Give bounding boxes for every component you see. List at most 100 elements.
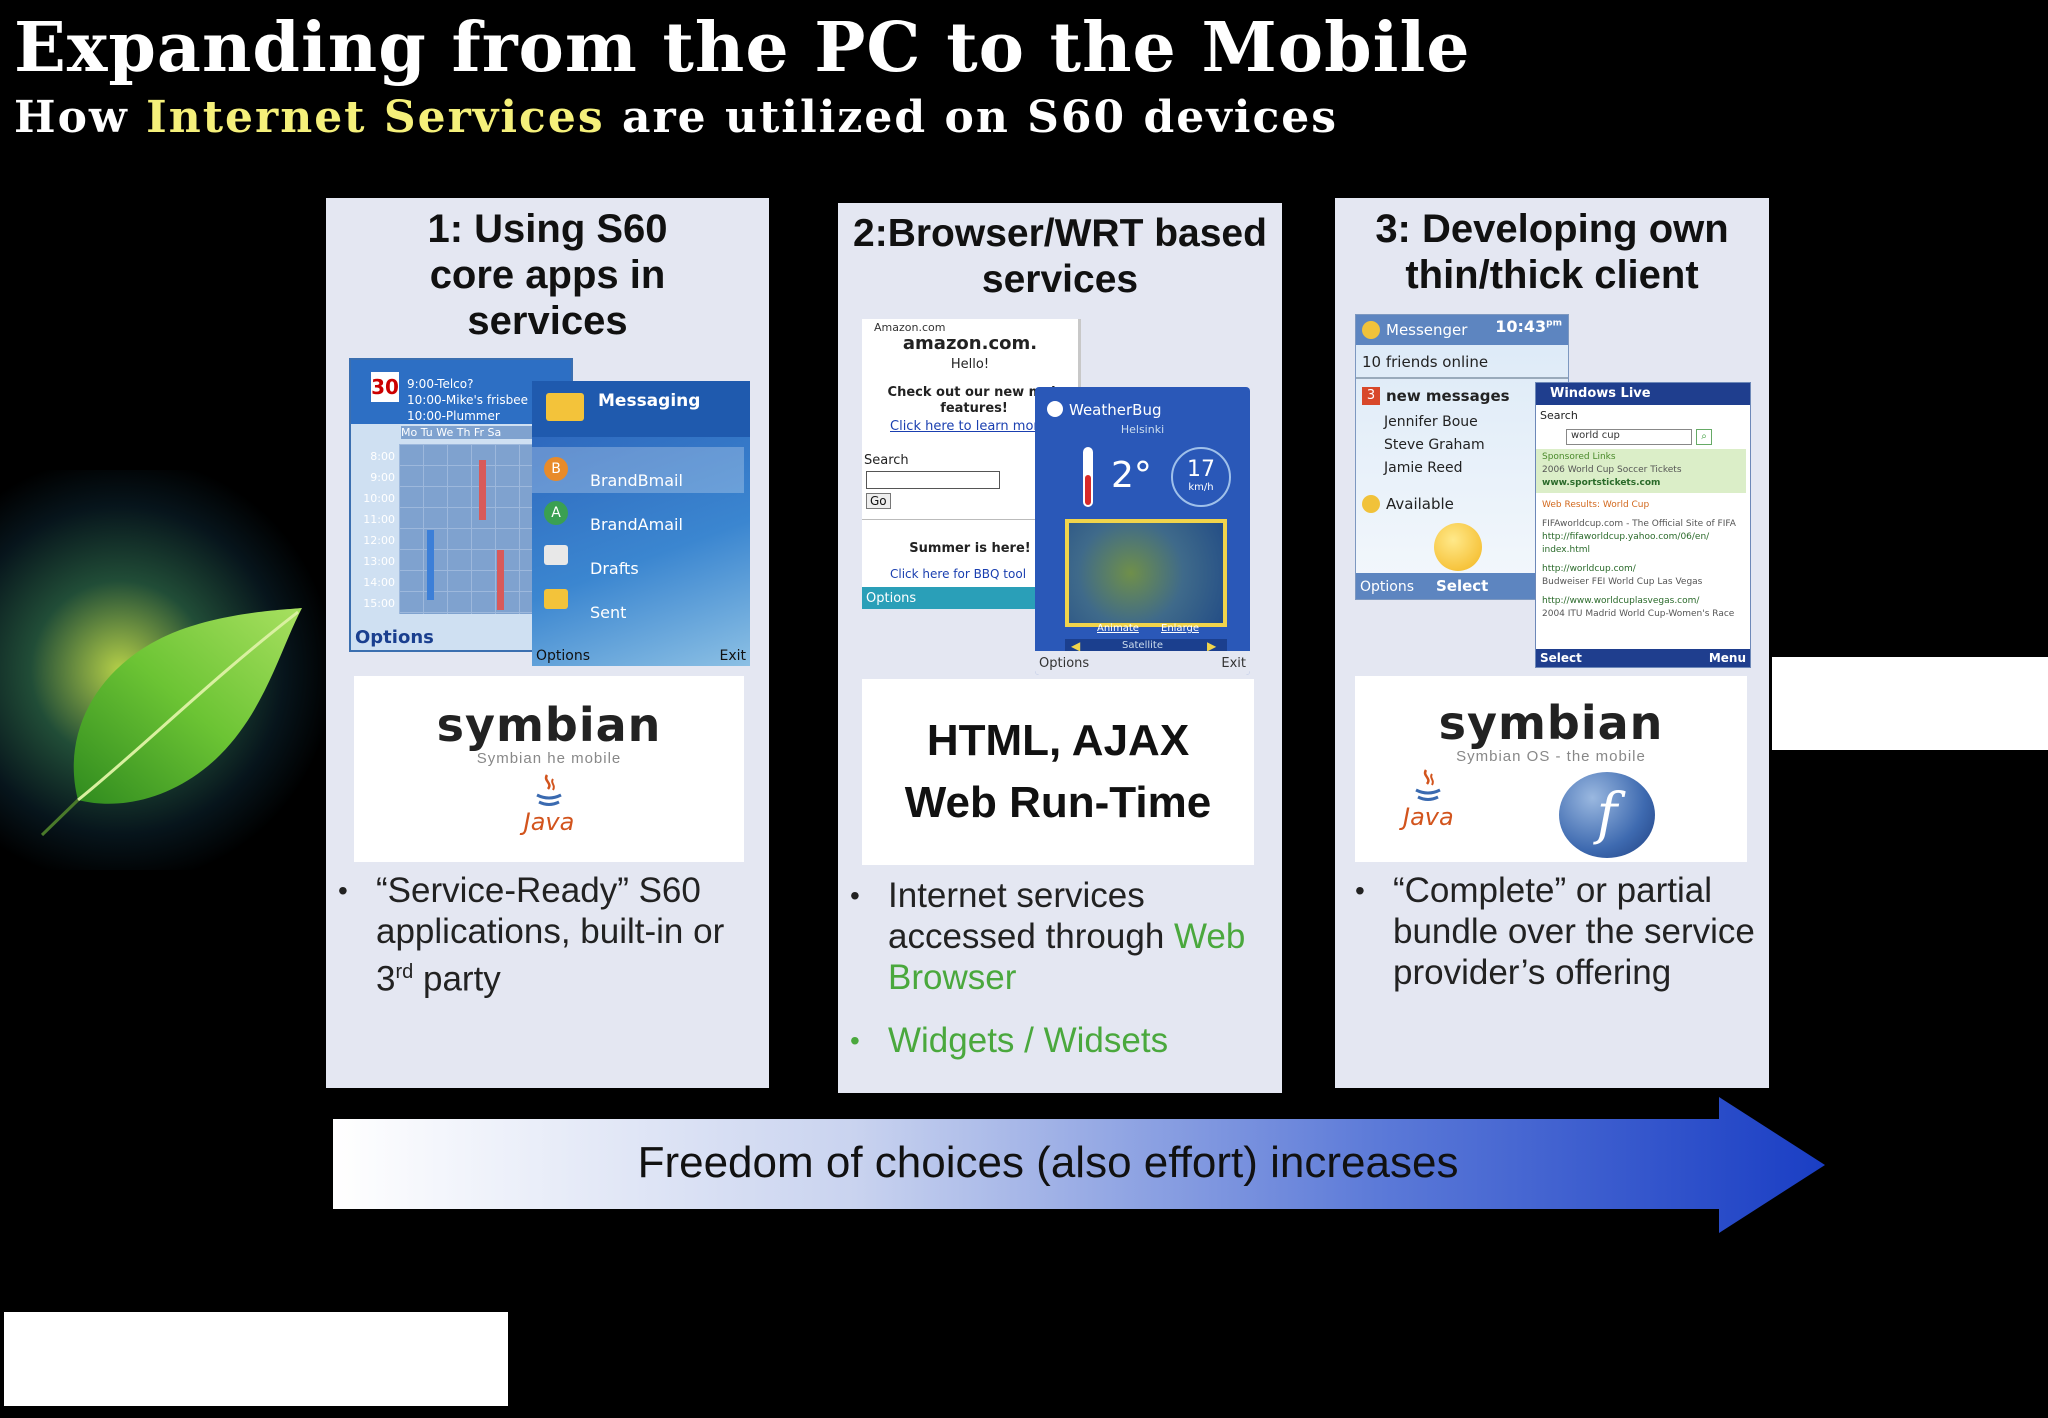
tech-box: HTML, AJAX Web Run-Time	[862, 679, 1254, 865]
calendar-weekdays: Mo Tu We Th Fr Sa	[401, 426, 571, 439]
sent-icon	[544, 589, 568, 609]
soft-key-right: Exit	[719, 648, 746, 664]
friends-online: 10 friends online	[1362, 353, 1489, 371]
java-logo: Java	[1403, 766, 1454, 831]
windows-live-title: Windows Live	[1550, 386, 1651, 401]
mail-item: BrandAmail	[590, 515, 683, 534]
mail-item: Drafts	[590, 559, 639, 578]
symbian-logo: symbian	[1438, 696, 1664, 750]
search-icon[interactable]: ⌕	[1696, 429, 1712, 445]
sponsored-link[interactable]: 2006 World Cup Soccer Tickets	[1542, 465, 1682, 475]
promo-text: Check out our new mob features!	[887, 385, 1061, 416]
weatherbug-screenshot: WeatherBug Helsinki 2° 17 km/h Animate E…	[1035, 387, 1250, 675]
satellite-label: Satellite	[1122, 640, 1163, 651]
messaging-screenshot: Messaging B A BrandBmail BrandAmail Draf…	[532, 381, 750, 666]
bullet-item: “Service-Ready” S60 applications, built-…	[338, 870, 758, 1000]
calendar-event: 9:00-Telco?	[407, 377, 474, 391]
heading-line: core apps in	[429, 253, 666, 297]
slide-subtitle: How Internet Services are utilized on S6…	[14, 92, 1338, 143]
symbian-logo: symbian	[436, 698, 662, 752]
flash-letter: f	[1596, 782, 1618, 847]
status-text: Available	[1386, 495, 1454, 513]
heading-line: 3: Developing own	[1375, 207, 1729, 251]
contact-item[interactable]: Steve Graham	[1384, 437, 1485, 453]
site-label: Amazon.com	[874, 321, 946, 334]
calendar-hour: 15:00	[363, 597, 395, 610]
tech-line: HTML, AJAX	[926, 716, 1190, 765]
calendar-day: 30	[371, 372, 399, 402]
contact-item[interactable]: Jamie Reed	[1384, 460, 1463, 476]
next-arrow-icon[interactable]: ▶	[1207, 639, 1217, 653]
soft-key-left: Options	[1360, 579, 1415, 595]
result-url[interactable]: http://www.worldcuplasvegas.com/	[1542, 596, 1700, 606]
soft-key-center: Select	[1436, 577, 1489, 595]
go-button[interactable]: Go	[866, 493, 891, 509]
promo-link[interactable]: Click here to learn mor	[890, 419, 1039, 434]
column-2-bullets: Internet services accessed through Web B…	[850, 875, 1270, 1061]
coffee-cup-icon	[1415, 769, 1442, 801]
white-box-bottom-left	[4, 1312, 508, 1406]
subtitle-prefix: How	[14, 92, 147, 143]
live-search-input[interactable]: world cup	[1566, 429, 1692, 445]
coffee-cup-icon	[536, 774, 562, 806]
new-messages-badge: 3	[1362, 387, 1380, 405]
drafts-icon	[544, 545, 568, 565]
java-word: Java	[523, 808, 575, 836]
calendar-event: 10:00-Plummer	[407, 409, 500, 423]
column-3-bullets: “Complete” or partial bundle over the se…	[1355, 870, 1765, 993]
animate-link[interactable]: Animate	[1097, 623, 1139, 634]
column-core-apps: 1: Using S60 core apps in services 30 9:…	[326, 198, 769, 1088]
tech-line: Web Run-Time	[904, 778, 1212, 827]
subtitle-suffix: are utilized on S60 devices	[604, 92, 1339, 143]
sponsored-url[interactable]: www.sportstickets.com	[1542, 478, 1661, 488]
enlarge-link[interactable]: Enlarge	[1161, 623, 1199, 634]
envelope-icon	[546, 393, 584, 421]
progress-arrow	[333, 1097, 1825, 1233]
result-title[interactable]: Budweiser FEI World Cup Las Vegas	[1542, 577, 1703, 587]
bullet-item: Internet services accessed through Web B…	[850, 875, 1270, 998]
sun-icon	[1047, 401, 1063, 417]
satellite-map	[1065, 519, 1227, 627]
result-url[interactable]: http://worldcup.com/	[1542, 564, 1636, 574]
hello-text: Hello!	[950, 357, 990, 372]
column-own-client: 3: Developing own thin/thick client Mess…	[1335, 198, 1769, 1088]
summer-text: Summer is here!	[909, 541, 1031, 556]
mail-icon: A	[544, 501, 568, 525]
column-1-bullets: “Service-Ready” S60 applications, built-…	[338, 870, 758, 1000]
calendar-event: 10:00-Mike's frisbee	[407, 393, 528, 407]
live-soft-right: Menu	[1708, 651, 1746, 665]
prev-arrow-icon[interactable]: ◀	[1071, 639, 1081, 653]
soft-key-right: Exit	[1221, 656, 1246, 671]
windows-live-screenshot: Windows Live Search world cup ⌕ Sponsore…	[1535, 382, 1751, 668]
search-input[interactable]	[866, 471, 1000, 489]
result-url[interactable]: http://fifaworldcup.yahoo.com/06/en/	[1542, 532, 1710, 542]
heading-line: thin/thick client	[1405, 253, 1699, 297]
column-3-heading: 3: Developing own thin/thick client	[1335, 206, 1769, 298]
wind-unit: km/h	[1188, 482, 1214, 493]
wind-speed: 17	[1187, 457, 1215, 482]
calendar-options: Options	[355, 627, 434, 648]
wind-gauge: 17 km/h	[1171, 447, 1231, 507]
calendar-hour: 14:00	[363, 576, 395, 589]
soft-key-left: Options	[536, 648, 591, 664]
mail-item: BrandBmail	[590, 471, 683, 490]
thermometer-icon	[1083, 447, 1093, 507]
calendar-hour: 10:00	[363, 492, 395, 505]
result-title[interactable]: 2004 ITU Madrid World Cup-Women's Race	[1542, 609, 1735, 619]
leaf-image	[40, 608, 302, 837]
web-results-header: Web Results: World Cup	[1542, 500, 1650, 510]
java-word: Java	[1403, 803, 1454, 831]
result-title[interactable]: FIFAworldcup.com - The Official Site of …	[1542, 519, 1736, 529]
messenger-screenshot: Messenger 10:43pm 10 friends online 3 ne…	[1355, 314, 1569, 600]
sponsored-header: Sponsored Links	[1542, 452, 1616, 462]
summer-link[interactable]: Click here for BBQ tool	[890, 567, 1027, 581]
result-url[interactable]: index.html	[1542, 545, 1590, 555]
subtitle-highlight: Internet Services	[146, 92, 605, 143]
symbian-java-logos: symbian Symbian he mobile Java	[354, 676, 744, 862]
flash-logo: f	[1559, 772, 1655, 858]
contact-item[interactable]: Jennifer Boue	[1384, 414, 1478, 430]
calendar-hour: 9:00	[370, 471, 395, 484]
search-label: Search	[864, 453, 909, 468]
java-logo: Java	[523, 771, 575, 836]
smiley-icon	[1434, 523, 1482, 571]
